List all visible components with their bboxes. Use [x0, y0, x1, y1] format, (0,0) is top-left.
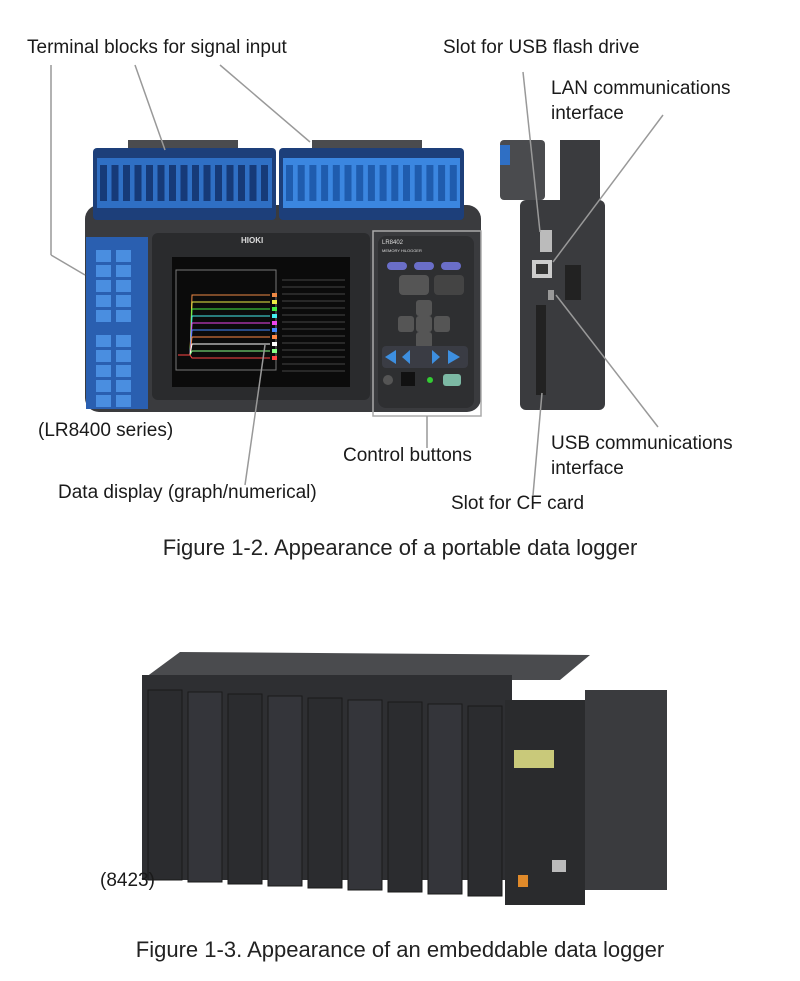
input-terminal	[116, 380, 131, 392]
cf-card-slot	[536, 305, 546, 395]
input-module	[147, 689, 183, 881]
input-terminal	[96, 280, 111, 292]
trace-marker	[272, 342, 277, 346]
terminal-screw	[414, 165, 422, 201]
device-model: LR8402 MEMORY HiLOGGER	[382, 240, 422, 254]
label-data-display: Data display (graph/numerical)	[58, 482, 317, 503]
trace-marker	[272, 314, 277, 318]
input-terminal	[96, 350, 111, 362]
terminal-screw	[249, 165, 257, 201]
terminal-screw	[111, 165, 119, 201]
input-module	[467, 705, 503, 897]
lcd-display	[514, 750, 554, 768]
label-lan-line1: LAN communications	[551, 78, 731, 99]
trace-marker	[272, 293, 277, 297]
portable-logger-front	[85, 140, 482, 417]
input-terminal	[116, 280, 131, 292]
label-control-buttons: Control buttons	[343, 445, 472, 466]
input-terminal	[96, 250, 111, 262]
terminal-screw	[123, 165, 130, 201]
input-terminal	[96, 295, 111, 307]
portable-logger-side	[500, 140, 605, 410]
input-terminal	[116, 350, 131, 362]
input-terminal	[96, 365, 111, 377]
model-subtitle: MEMORY HiLOGGER	[382, 248, 422, 253]
figure-1-2-caption: Figure 1-2. Appearance of a portable dat…	[162, 535, 638, 560]
terminal-screw	[403, 165, 410, 201]
label-cf-slot: Slot for CF card	[451, 493, 585, 514]
terminal-screw	[332, 165, 340, 201]
input-terminal	[116, 335, 131, 347]
input-terminal	[116, 295, 131, 307]
usb-flash-slot	[540, 230, 552, 252]
terminal-screw	[356, 165, 364, 201]
input-module	[307, 697, 343, 889]
trace-marker	[272, 356, 277, 360]
terminal-screw	[146, 165, 153, 201]
input-terminal	[116, 395, 131, 407]
input-module	[187, 691, 223, 883]
input-module	[427, 703, 463, 895]
label-lan-line2: interface	[551, 103, 624, 124]
label-terminal-blocks: Terminal blocks for signal input	[27, 37, 287, 58]
terminal-screw	[426, 165, 434, 201]
label-usb-comm-line1: USB communications	[551, 433, 733, 454]
input-terminal	[96, 265, 111, 277]
terminal-screw	[309, 165, 317, 201]
embeddable-logger-illustration	[142, 652, 667, 905]
trace-marker	[272, 300, 277, 304]
graph-trace	[178, 354, 270, 359]
terminal-screw	[169, 165, 176, 201]
terminal-screw	[344, 165, 352, 201]
terminal-screw	[438, 165, 446, 201]
terminal-screw	[286, 165, 293, 201]
model-text: LR8402	[382, 240, 404, 246]
terminal-screw	[203, 165, 211, 201]
label-series: (LR8400 series)	[38, 420, 174, 441]
input-terminal	[116, 310, 131, 322]
terminal-screw	[157, 165, 165, 201]
usb-comm-port	[548, 290, 554, 300]
input-terminal	[116, 365, 131, 377]
terminal-screw	[238, 165, 245, 201]
main-unit	[505, 700, 585, 905]
figure-1-3-caption: Figure 1-3. Appearance of an embeddable …	[135, 937, 665, 962]
terminal-screw	[321, 165, 329, 201]
label-8423: (8423)	[100, 870, 155, 891]
label-usb-comm-line2: interface	[551, 458, 624, 479]
terminal-screw	[391, 165, 399, 201]
input-terminal	[96, 310, 111, 322]
terminal-screw	[192, 165, 199, 201]
terminal-screw	[215, 165, 222, 201]
input-module	[387, 701, 423, 893]
terminal-screw	[367, 165, 375, 201]
leader-lines	[50, 64, 664, 496]
input-module	[267, 695, 303, 887]
trace-marker	[272, 307, 277, 311]
terminal-screw	[449, 165, 457, 201]
input-terminal	[116, 250, 131, 262]
terminal-screw	[226, 165, 234, 201]
terminal-screw	[180, 165, 188, 201]
input-terminal	[96, 335, 111, 347]
terminal-screw	[134, 165, 142, 201]
input-module	[347, 699, 383, 891]
trace-marker	[272, 328, 277, 332]
label-usb-flash-slot: Slot for USB flash drive	[443, 37, 640, 58]
terminal-screw	[379, 165, 387, 201]
device-brand: HIOKI	[241, 236, 264, 245]
terminal-screw	[261, 165, 268, 201]
input-terminal	[96, 380, 111, 392]
input-terminal	[96, 395, 111, 407]
terminal-screw	[100, 165, 107, 201]
input-terminal	[116, 265, 131, 277]
trace-marker	[272, 321, 277, 325]
trace-marker	[272, 349, 277, 353]
trace-marker	[272, 335, 277, 339]
input-module	[227, 693, 263, 885]
terminal-screw	[297, 165, 305, 201]
